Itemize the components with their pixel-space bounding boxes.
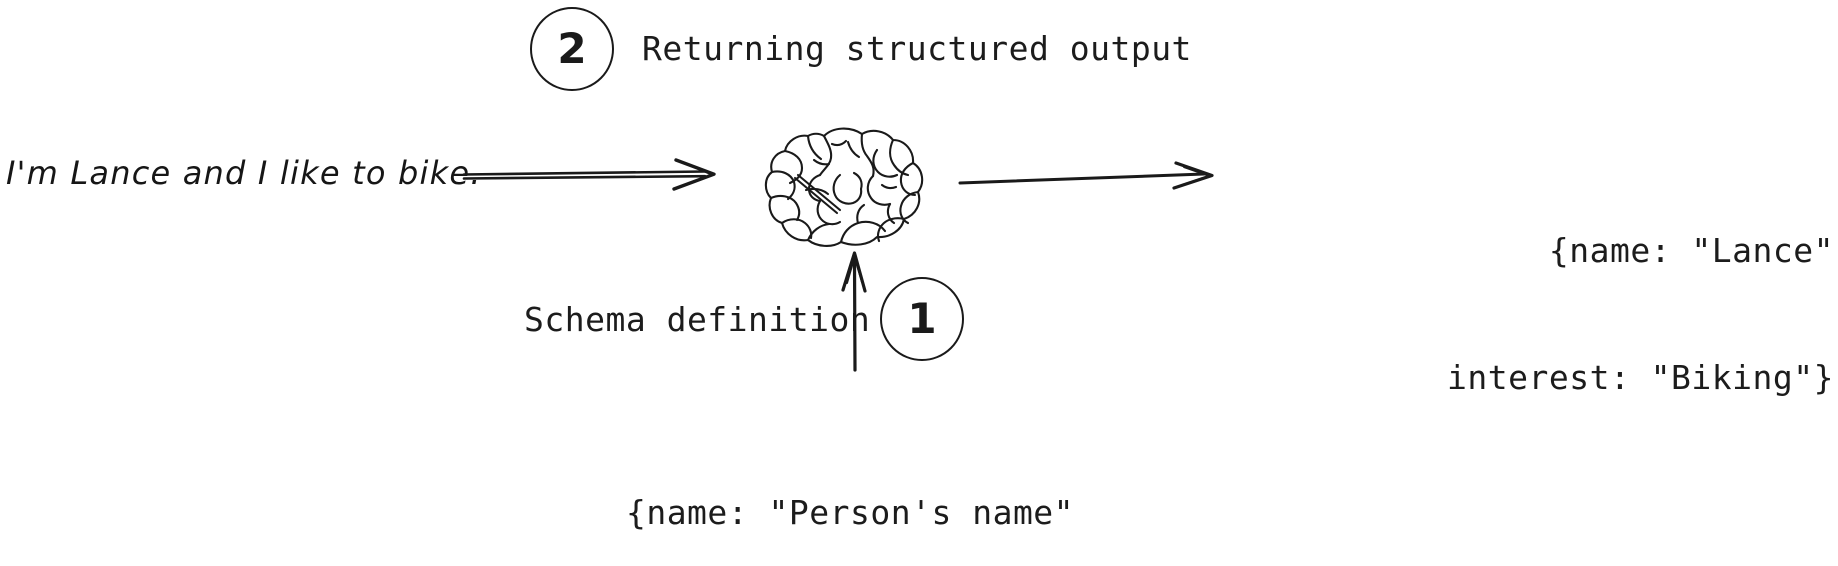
step-badge-1: 1 <box>880 277 964 361</box>
arrow-input-to-model <box>462 150 732 200</box>
output-json: {name: "Lance" interest: "Biking"} <box>1214 146 1834 484</box>
step-badge-2: 2 <box>530 7 614 91</box>
arrow-schema-to-model <box>836 250 876 372</box>
step-badge-2-number: 2 <box>557 24 587 73</box>
arrow-model-to-output <box>958 152 1228 198</box>
schema-definition-label: Schema definition <box>524 300 871 339</box>
schema-json: {name: "Person's name" interest: "Person… <box>430 408 1270 566</box>
brain-icon <box>762 120 928 248</box>
input-text: I'm Lance and I like to bike. <box>6 154 482 192</box>
output-json-line-1: {name: "Lance" <box>1548 231 1834 271</box>
step-2-label: Returning structured output <box>642 29 1192 68</box>
schema-json-line-1: {name: "Person's name" <box>625 493 1075 533</box>
output-json-line-2: interest: "Biking"} <box>1447 358 1834 398</box>
step-badge-1-number: 1 <box>907 294 937 343</box>
